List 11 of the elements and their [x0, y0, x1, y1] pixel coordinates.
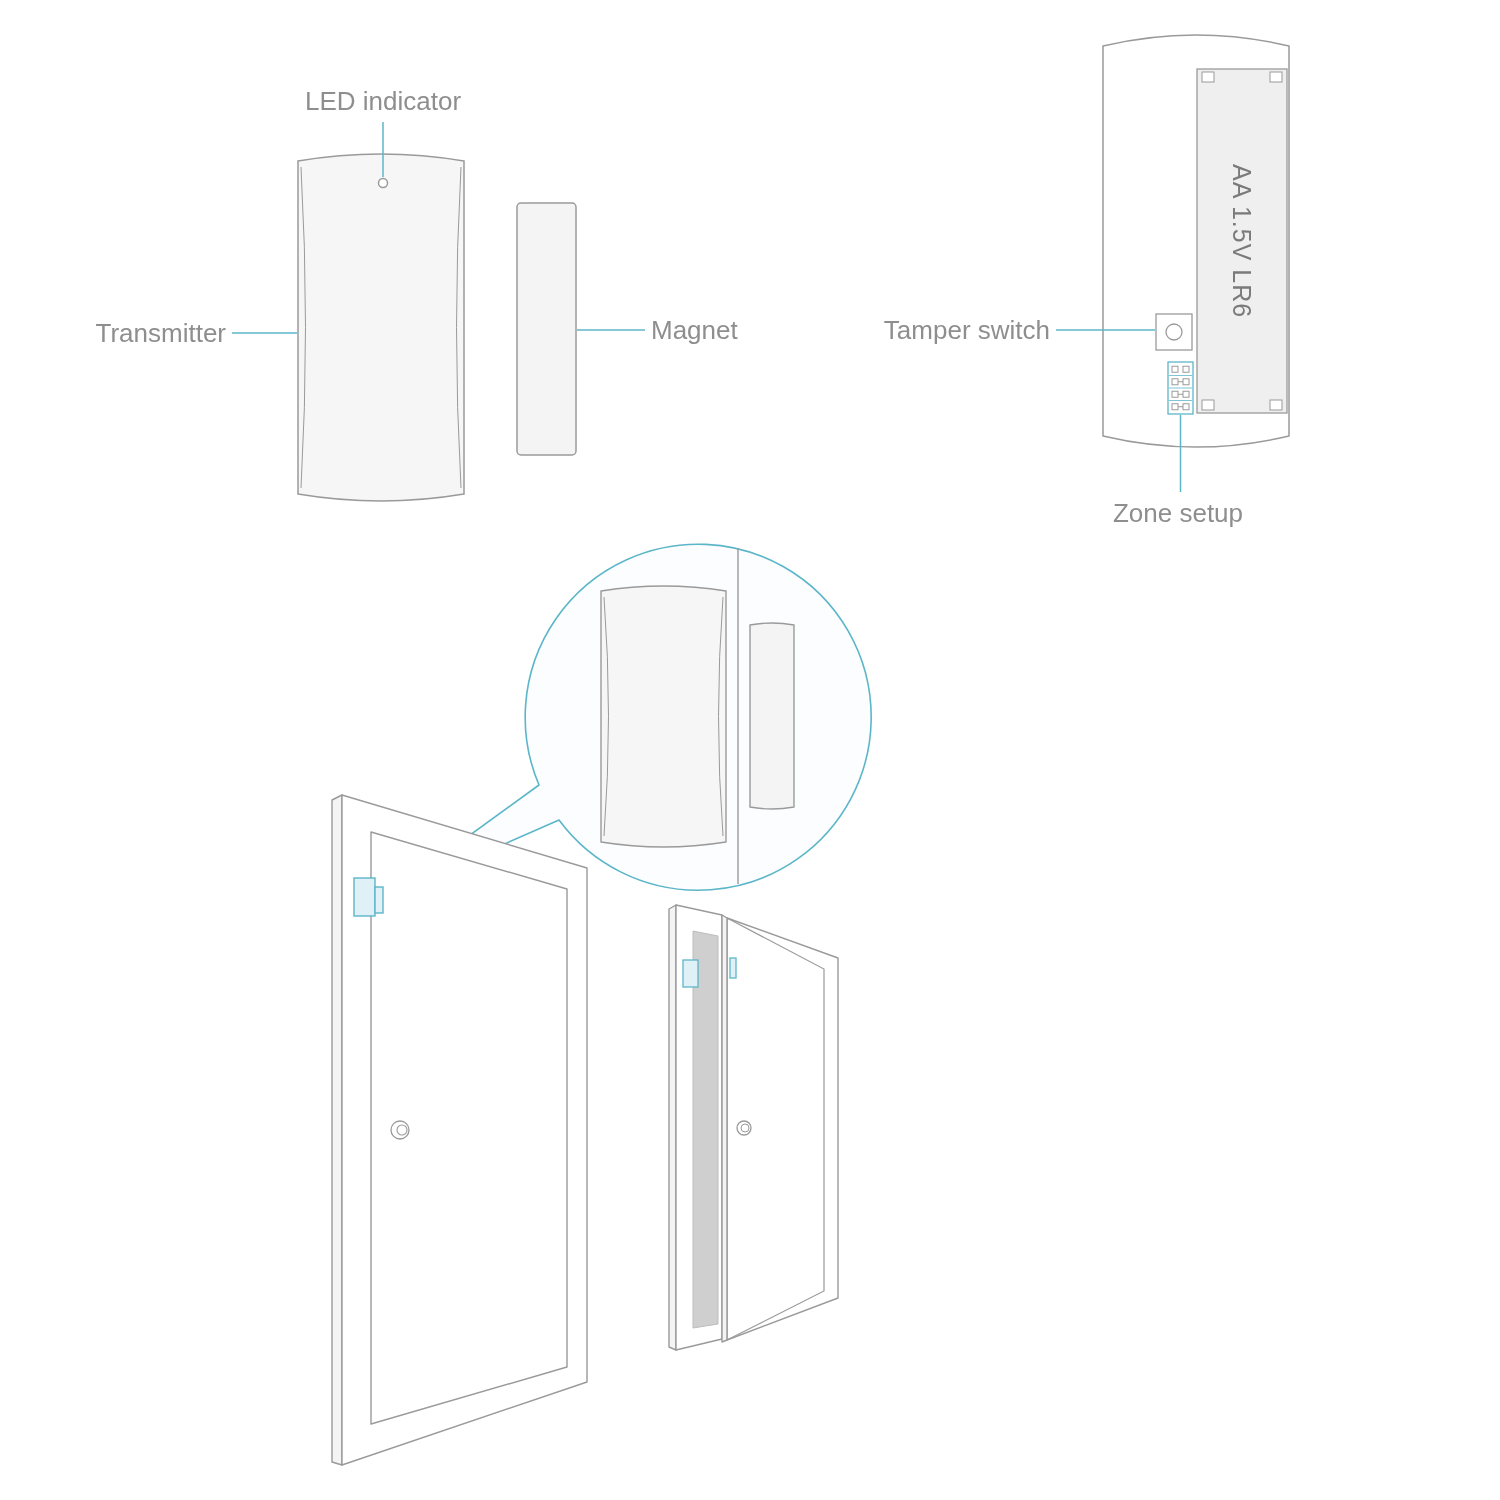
part-label: Magnet	[651, 315, 738, 345]
battery-spec-label: AA 1.5V LR6	[1227, 163, 1257, 319]
part-label: LED indicator	[304, 86, 462, 116]
leader-line	[231, 332, 298, 334]
leader-line	[1055, 329, 1156, 331]
leader-line	[576, 329, 646, 331]
leader-line	[1179, 414, 1182, 493]
part-label: Tamper switch	[883, 315, 1050, 345]
part-label: Zone setup	[1112, 498, 1244, 528]
leader-line	[382, 121, 384, 178]
part-label: Transmitter	[95, 318, 226, 348]
